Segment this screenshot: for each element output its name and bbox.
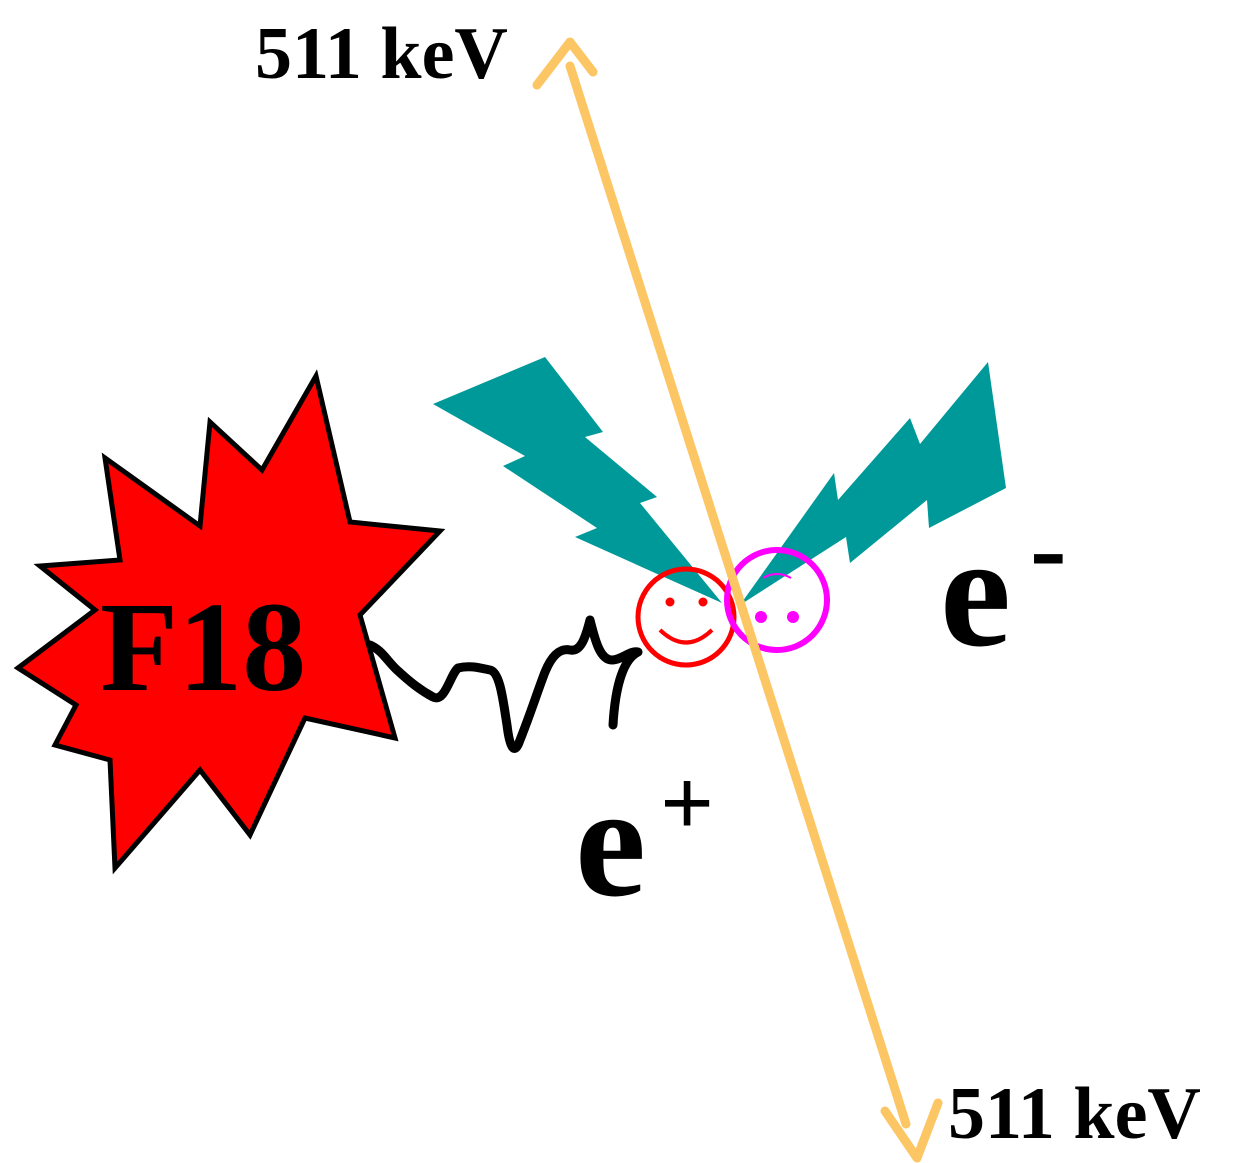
electron-charge-label: - xyxy=(1030,487,1067,609)
electron-label: e xyxy=(940,502,1011,680)
arrowhead-down-icon xyxy=(885,1103,938,1158)
arrowhead-up-icon xyxy=(537,42,593,85)
energy-label-bottom: 511 keV xyxy=(948,1073,1201,1155)
positron-label: e xyxy=(575,752,646,930)
energy-label-top: 511 keV xyxy=(255,13,508,95)
positron-charge-label: + xyxy=(660,750,714,856)
isotope-label: F18 xyxy=(100,576,306,718)
positron-track xyxy=(370,620,638,748)
gamma-ray-double-arrow xyxy=(537,42,938,1158)
